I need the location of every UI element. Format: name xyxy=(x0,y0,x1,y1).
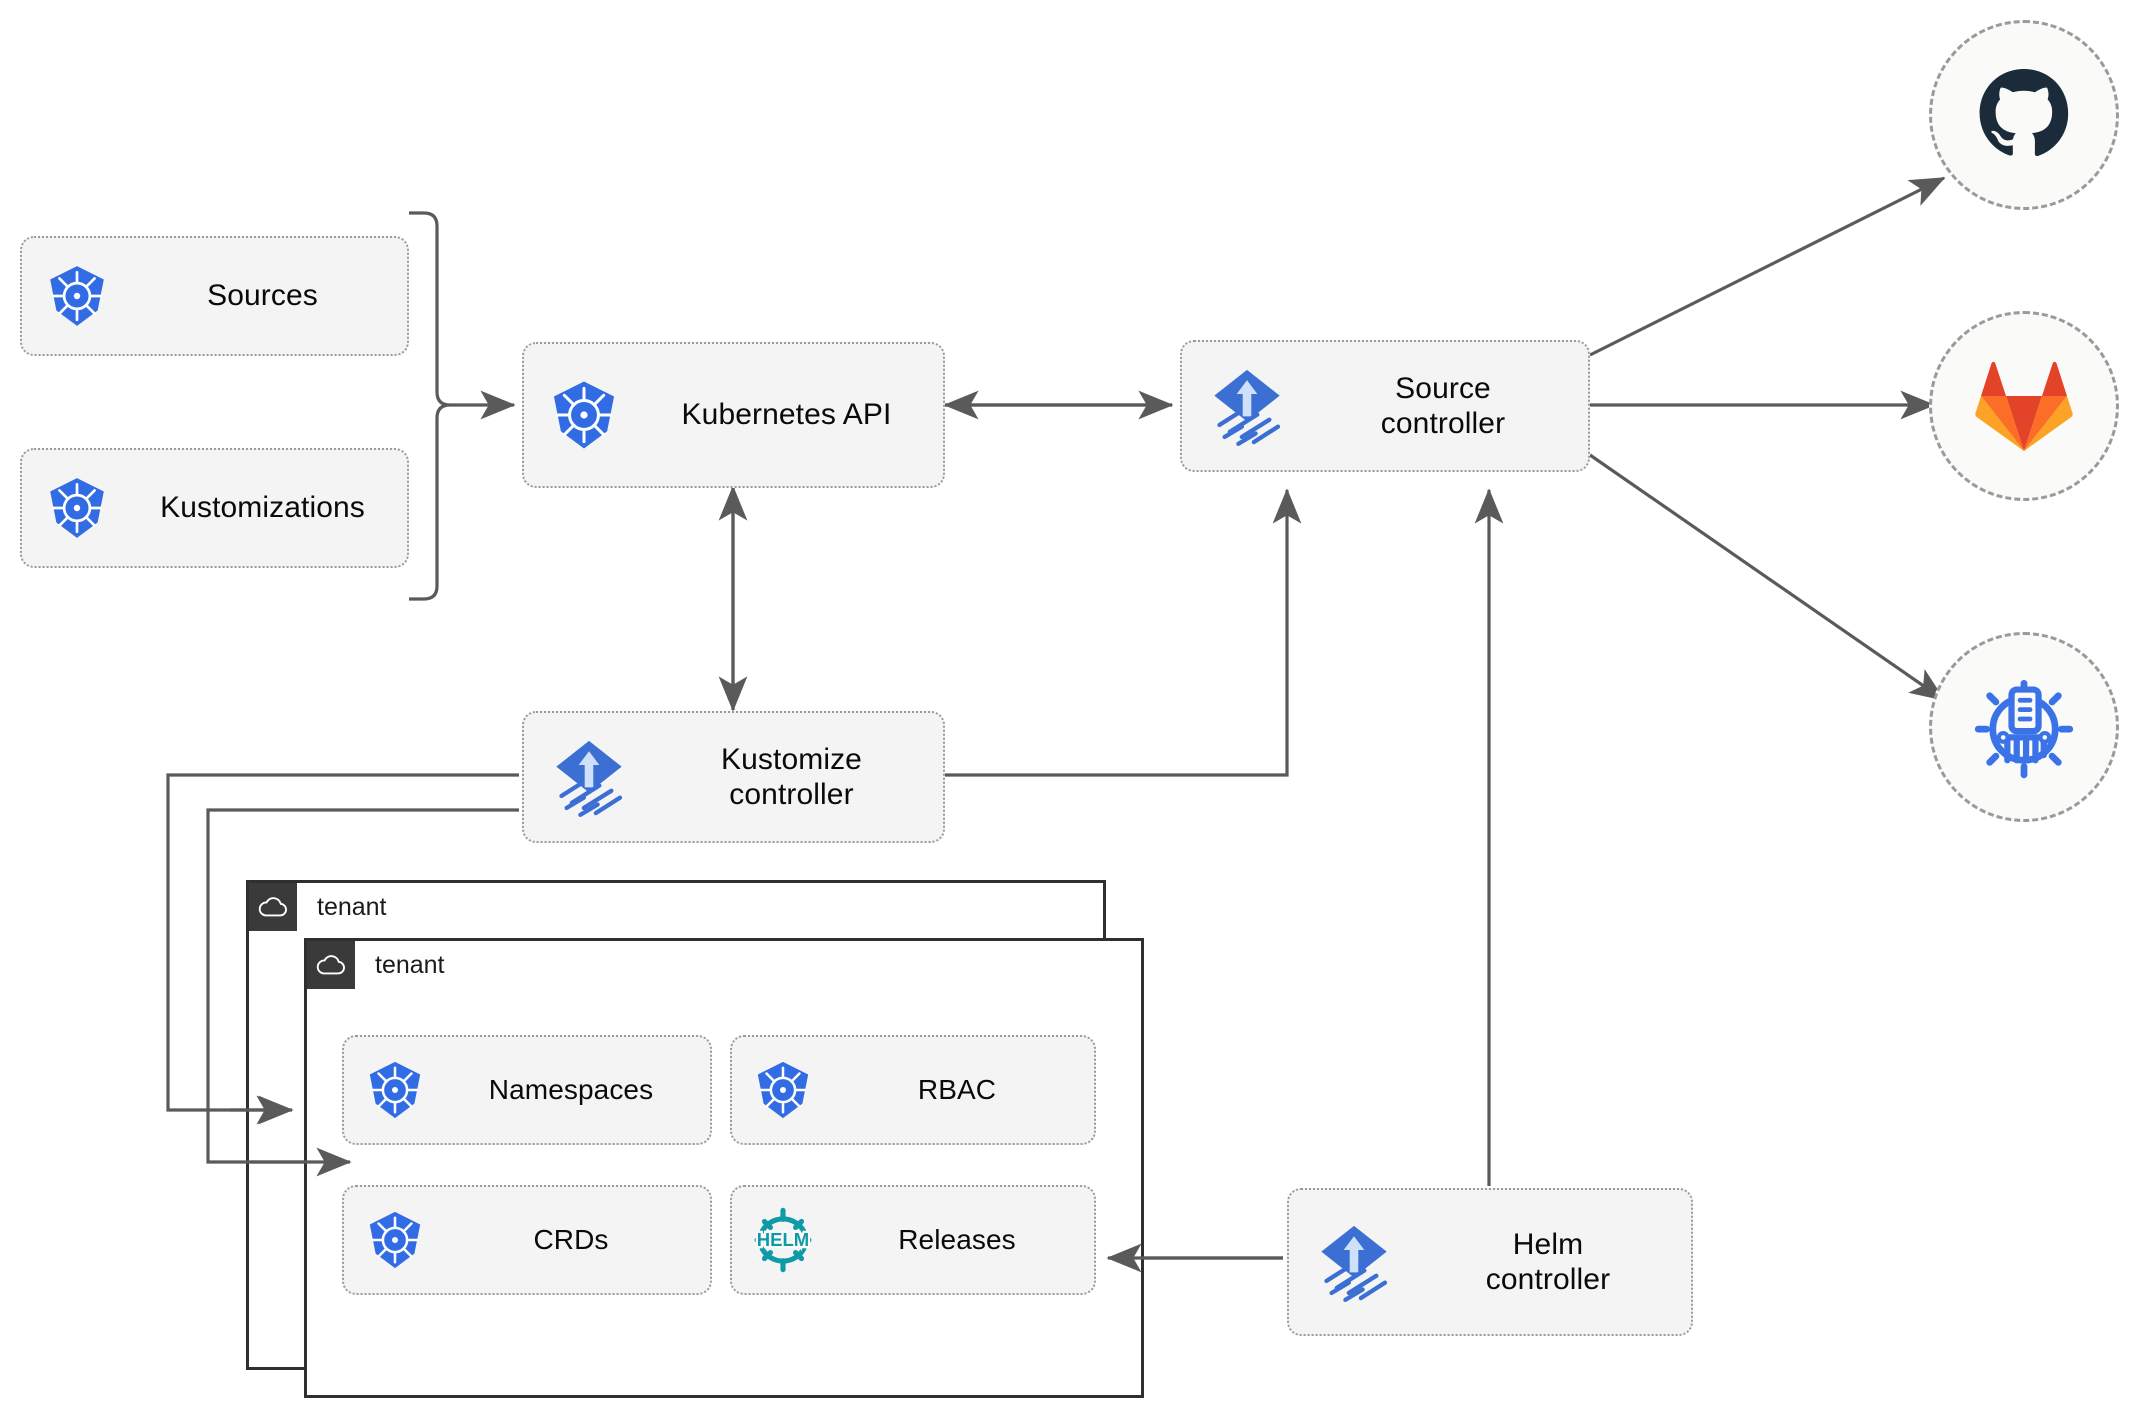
node-releases[interactable]: HELM Releases xyxy=(730,1185,1096,1295)
tenant-front-label: tenant xyxy=(375,950,445,979)
wire-kustomize-to-source xyxy=(945,488,1302,777)
node-crds-label: CRDs xyxy=(533,1224,609,1256)
node-releases-label: Releases xyxy=(898,1224,1016,1256)
tenant-back-label: tenant xyxy=(317,892,387,921)
node-github[interactable] xyxy=(1929,20,2119,210)
wire-kustomize-to-tenant-back xyxy=(166,773,519,1125)
flux-icon xyxy=(1182,363,1312,449)
node-namespaces[interactable]: Namespaces xyxy=(342,1035,712,1145)
svg-text:HELM: HELM xyxy=(757,1229,809,1250)
wire-brace-inputs xyxy=(409,211,451,601)
wire-source-to-helmrepo xyxy=(1589,453,1946,702)
wire-source-to-github xyxy=(1589,176,1946,357)
node-sources[interactable]: Sources xyxy=(20,236,409,356)
flux-icon xyxy=(1289,1219,1419,1305)
kubernetes-icon xyxy=(22,475,132,541)
kubernetes-icon xyxy=(344,1059,446,1121)
kubernetes-icon xyxy=(344,1209,446,1271)
node-rbac[interactable]: RBAC xyxy=(730,1035,1096,1145)
node-namespaces-label: Namespaces xyxy=(488,1074,654,1106)
github-icon xyxy=(1979,69,2069,157)
node-kustomizations-label: Kustomizations xyxy=(160,491,365,525)
node-source-controller-label: Source controller xyxy=(1380,371,1506,440)
node-rbac-label: RBAC xyxy=(917,1074,997,1106)
flux-icon xyxy=(524,734,654,820)
node-gitlab[interactable] xyxy=(1929,311,2119,501)
tenant-back-header: tenant xyxy=(249,883,387,931)
node-kubernetes-api-label: Kubernetes API xyxy=(681,398,892,432)
node-helm-controller[interactable]: Helm controller xyxy=(1287,1188,1693,1336)
kubernetes-icon xyxy=(732,1059,834,1121)
node-sources-label: Sources xyxy=(207,279,318,313)
kubernetes-icon xyxy=(22,263,132,329)
kubernetes-icon xyxy=(524,378,644,452)
node-kustomize-controller-label: Kustomize controller xyxy=(721,742,862,811)
node-kustomize-controller[interactable]: Kustomize controller xyxy=(522,711,945,843)
node-helm-repository[interactable] xyxy=(1929,632,2119,822)
node-kustomizations[interactable]: Kustomizations xyxy=(20,448,409,568)
node-source-controller[interactable]: Source controller xyxy=(1180,340,1590,472)
tenant-container-front[interactable]: tenant xyxy=(304,938,1144,1398)
node-kubernetes-api[interactable]: Kubernetes API xyxy=(522,342,945,488)
cloud-icon xyxy=(307,941,355,989)
helm-icon: HELM xyxy=(732,1203,834,1277)
node-helm-controller-label: Helm controller xyxy=(1485,1227,1611,1296)
tenant-front-header: tenant xyxy=(307,941,445,989)
cloud-icon xyxy=(249,883,297,931)
gitlab-icon xyxy=(1975,361,2073,451)
helm-repository-icon xyxy=(1974,679,2074,779)
node-crds[interactable]: CRDs xyxy=(342,1185,712,1295)
